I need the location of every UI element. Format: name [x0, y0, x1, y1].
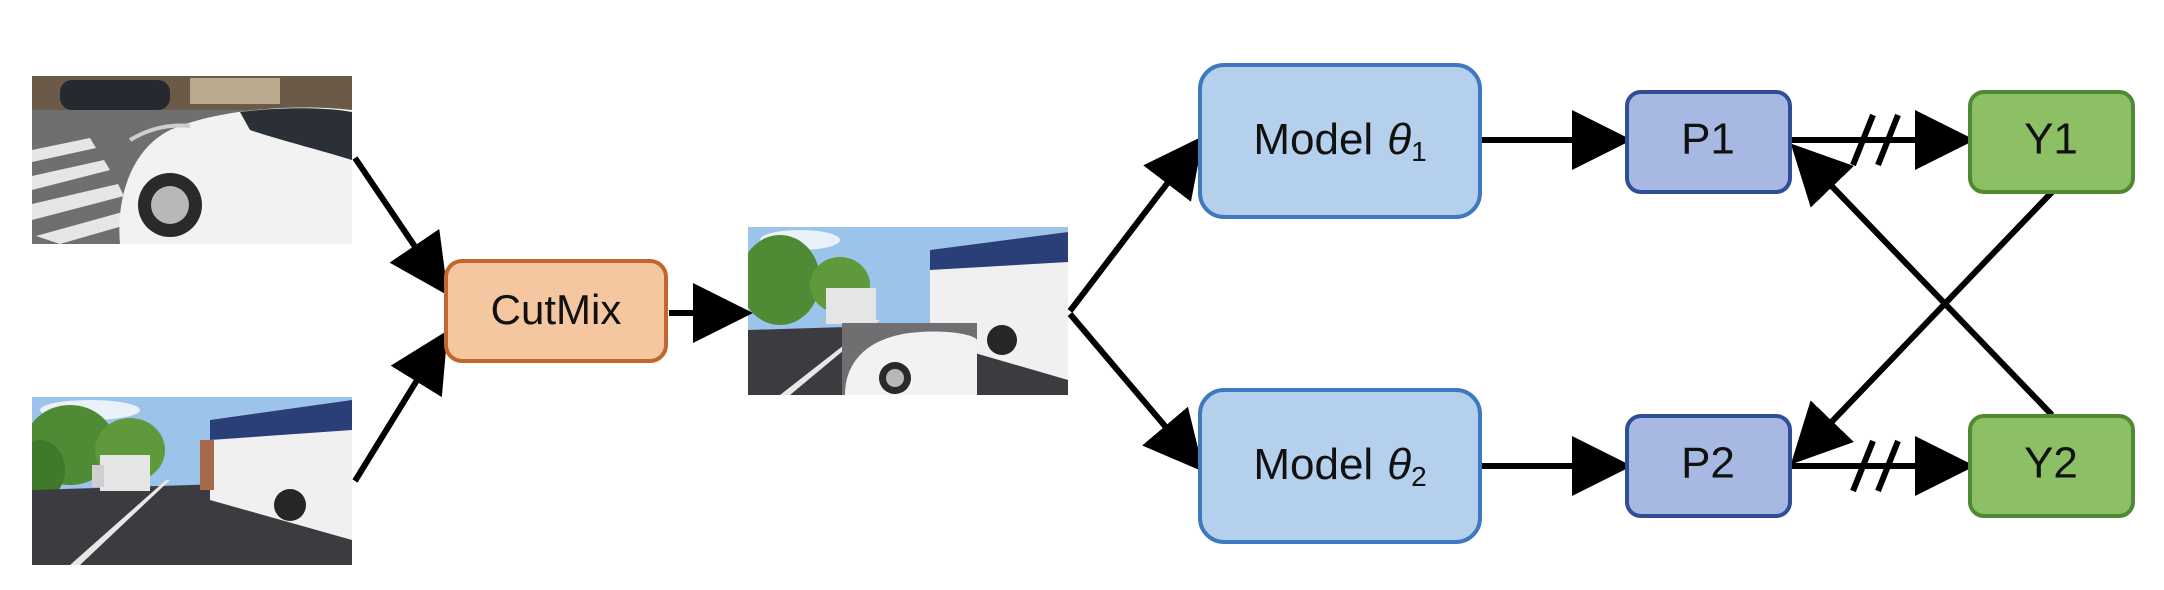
y2-node: Y2 [1968, 414, 2135, 518]
cutmix-label: CutMix [491, 286, 622, 333]
input-image-car [32, 76, 352, 244]
edge-mixed-to-model2 [1067, 312, 1204, 472]
input-image-bus [32, 397, 352, 565]
y1-label: Y1 [2024, 115, 2078, 164]
p1-label: P1 [1681, 115, 1735, 164]
mixed-image [748, 227, 1068, 395]
y2-label: Y2 [2024, 439, 2078, 488]
edge-y2-to-p1 [1790, 143, 2055, 418]
stop-gradient-mark-bottom [1850, 439, 1901, 493]
edge-mixed-to-model1 [1067, 135, 1204, 313]
stop-gradient-mark-top [1850, 113, 1901, 167]
p2-node: P2 [1625, 414, 1792, 518]
p2-label: P2 [1681, 439, 1735, 488]
cutmix-node: CutMix [444, 259, 668, 363]
p1-node: P1 [1625, 90, 1792, 194]
edge-y1-to-p2 [1790, 189, 2055, 465]
edge-image-a-to-cutmix [352, 156, 449, 296]
edge-image-b-to-cutmix [352, 330, 448, 483]
y1-node: Y1 [1968, 90, 2135, 194]
